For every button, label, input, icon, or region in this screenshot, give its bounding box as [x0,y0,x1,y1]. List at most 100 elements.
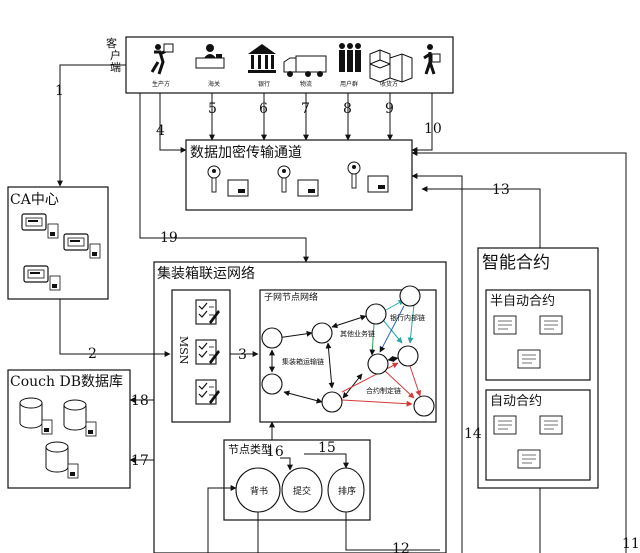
caption-users: 用户群 [340,80,358,88]
client-to-channel-arrows: 4 5 6 7 8 9 10 [156,93,442,153]
node-types-box [223,439,371,521]
node-type-submit [281,467,323,513]
customs-desk-icon [195,44,225,69]
node-types-title: 节点类型 [228,442,272,456]
node-type-submit-label: 提交 [293,485,311,497]
arrow-number-2: 2 [88,346,97,362]
contract-doc-icon [539,415,563,435]
database-cylinder-icon [63,399,97,437]
encrypted-channel-title: 数据加密传输通道 [190,144,302,161]
arrow-number-6: 6 [259,101,268,117]
subnet-node [311,322,333,344]
subnet-node [321,391,343,413]
caption-receiver: 收货方 [380,80,398,88]
caption-customs: 海关 [208,80,220,88]
key-card-icon [277,165,319,197]
client-label-2: 户 [110,48,121,62]
client-label-3: 端 [110,61,121,74]
smart-contract-title: 智能合约 [482,253,550,273]
arrow-number-4: 4 [156,123,165,139]
auto-contract-box [485,389,591,481]
subnet-nodes [261,285,435,417]
subnet-node [397,345,419,367]
bank-icon [248,44,276,73]
checklist-doc-icon [195,339,221,365]
semi-auto-contract-box [485,289,591,381]
key-card-icon [207,165,249,197]
ca-center-title: CA中心 [10,192,59,208]
arrow-number-19: 19 [160,230,178,246]
arrow-number-7: 7 [301,101,310,117]
subnet-node [399,285,421,307]
contract-doc-icon [493,415,517,435]
arrow-number-5: 5 [208,101,217,117]
warehouse-boxes-icon [369,49,413,83]
arrow-number-18: 18 [131,393,149,409]
arrow-number-10: 10 [424,121,442,137]
arrow-number-8: 8 [343,101,352,117]
arrow-1 [57,64,126,187]
arrow-number-11: 11 [622,536,640,552]
subnet-node [367,353,389,375]
arrow-number-13: 13 [492,182,510,198]
subnet-links [269,299,422,407]
id-card-icon [63,233,101,259]
client-label-1: 客 [106,36,117,50]
contract-doc-icon [493,315,517,335]
label-container-chain: 集装箱运输链 [282,357,324,366]
subnet-node [261,373,283,395]
subnet-box [259,289,437,423]
ca-center-panel: CA中心 [7,186,109,300]
checklist-doc-icon [195,299,221,325]
producer-icon [150,43,174,75]
encrypted-channel-panel: 数据加密传输通道 [185,139,413,211]
truck-icon [283,55,327,77]
arrow-number-17: 17 [131,453,149,469]
node-type-endorse-label: 背书 [250,485,268,497]
key-card-icon [347,161,389,193]
arrow-11 [411,150,627,553]
contract-doc-icon [517,349,541,369]
smart-contract-panel: 智能合约 半自动合约 自动合约 [477,247,599,489]
msn-box [171,289,231,423]
contract-doc-icon [539,315,563,335]
arrow-19 [139,93,309,263]
caption-logistics: 物流 [300,80,312,88]
subnet-title: 子网节点网络 [264,291,318,303]
subnet-node [413,395,435,417]
arrow-14 [411,173,463,553]
arrow-number-14: 14 [464,426,482,442]
people-group-icon [339,43,361,72]
id-card-icon [23,265,61,291]
node-type-order-label: 排序 [338,485,356,497]
arrow-number-9: 9 [385,101,394,117]
couchdb-panel: Couch DB数据库 [7,369,131,489]
couchdb-title: Couch DB数据库 [10,374,123,390]
label-business-chain: 其他业务链 [340,329,375,338]
receiver-icon [423,44,441,75]
caption-bank: 银行 [258,80,270,88]
arrow-13 [421,186,541,248]
arrow-number-12: 12 [392,541,410,553]
subnet-node [365,303,387,325]
arrow-number-3: 3 [238,347,247,363]
database-cylinder-icon [19,397,53,435]
id-card-icon [21,213,59,239]
container-network-panel: 集装箱联运网络 MSN 3 子网节点网络 [153,261,447,553]
semi-auto-contract-title: 半自动合约 [490,294,555,309]
client-panel: 客 户 端 生产方 海关 银行 [106,36,454,94]
label-internal-chain: 银行内部链 [390,313,425,322]
auto-contract-title: 自动合约 [490,394,542,409]
label-contract-chain: 合约制定链 [366,386,401,395]
container-network-title: 集装箱联运网络 [157,265,255,282]
arrow-number-15: 15 [318,440,336,456]
caption-producer: 生产方 [152,80,170,88]
subnet-node [261,327,283,349]
arrow-2 [59,299,171,357]
checklist-doc-icon [195,379,221,405]
arrow-number-16: 16 [266,444,284,460]
msn-label: MSN [177,336,190,365]
database-cylinder-icon [45,441,79,479]
contract-doc-icon [517,449,541,469]
